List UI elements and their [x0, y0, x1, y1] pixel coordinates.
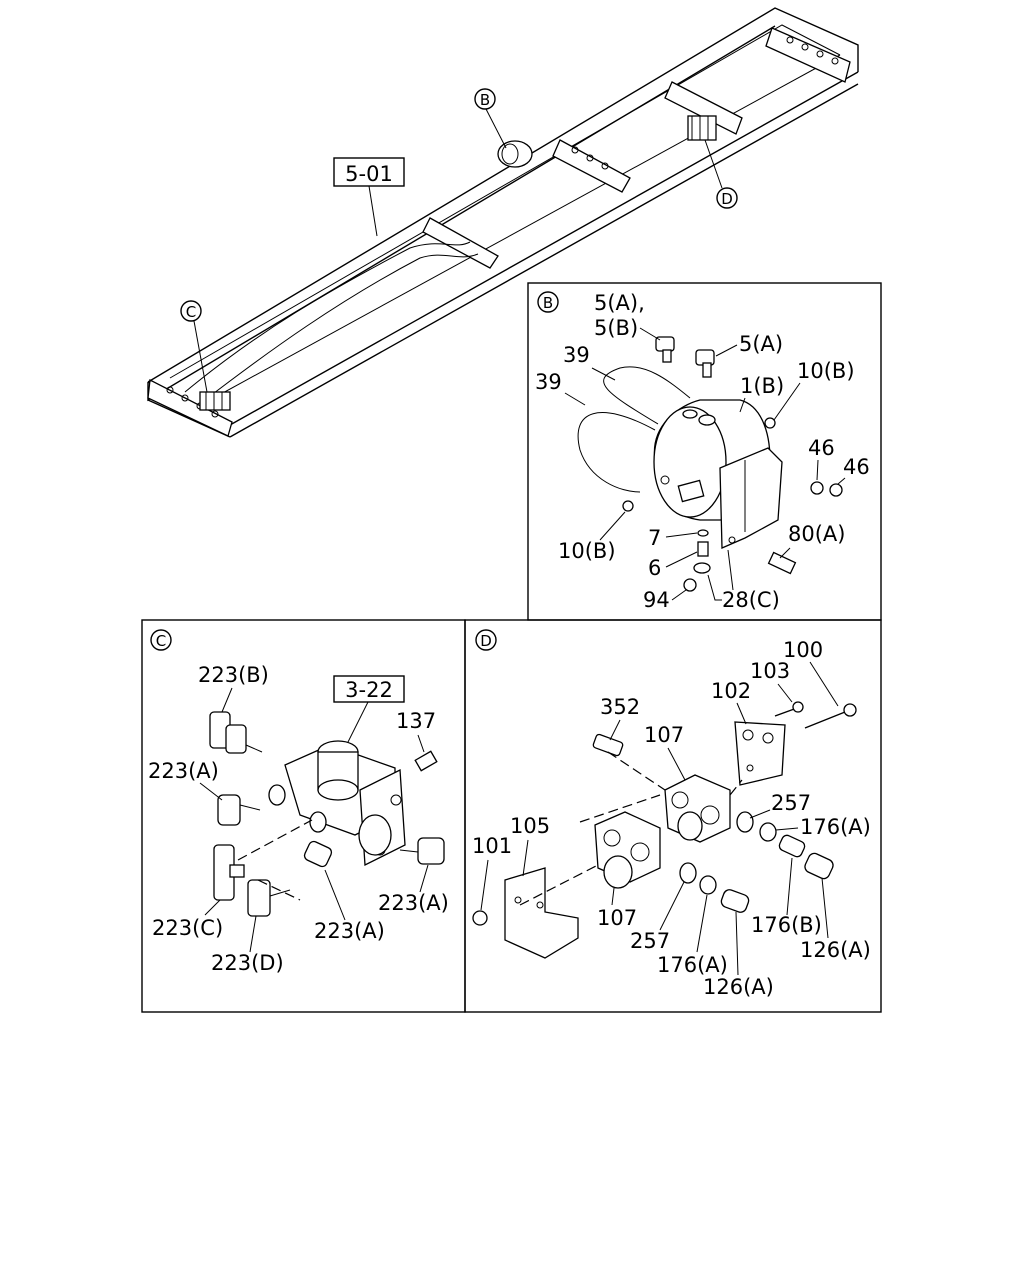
label-46-left: 46 — [808, 436, 835, 460]
label-102: 102 — [711, 679, 751, 703]
label-100: 100 — [783, 638, 823, 662]
label-176a-lower: 176(A) — [657, 953, 728, 977]
label-137: 137 — [396, 709, 436, 733]
label-10b-bottom: 10(B) — [558, 539, 616, 563]
valve-reference-label: 3-22 — [345, 678, 393, 702]
label-257-upper: 257 — [771, 791, 811, 815]
panel-c-marker — [150, 629, 172, 651]
label-46-right: 46 — [843, 455, 870, 479]
label-223d: 223(D) — [211, 951, 284, 975]
fitting-176a-upper — [759, 822, 777, 842]
svg-text:D: D — [721, 190, 733, 208]
label-101: 101 — [472, 834, 512, 858]
panel-d-frame — [464, 619, 882, 1013]
label-105: 105 — [510, 814, 550, 838]
svg-text:B: B — [543, 294, 553, 312]
panel-c-relay-valve: C — [141, 619, 466, 1013]
fitting-223a-left — [217, 794, 261, 826]
panel-b-marker — [537, 291, 559, 313]
fitting-223a-center — [303, 840, 333, 868]
label-1b: 1(B) — [740, 374, 784, 398]
label-257-lower: 257 — [630, 929, 670, 953]
chassis-frame-overview: 5-01 B C D — [147, 7, 859, 438]
label-103: 103 — [750, 659, 790, 683]
label-176a-upper: 176(A) — [800, 815, 871, 839]
svg-text:C: C — [186, 303, 196, 321]
frame-reference-label: 5-01 — [345, 162, 393, 186]
label-28c: 28(C) — [722, 588, 780, 612]
label-223a-left: 223(A) — [148, 759, 219, 783]
label-94: 94 — [643, 588, 670, 612]
panel-d-marker — [475, 629, 497, 651]
fitting-176b — [778, 834, 806, 858]
label-6: 6 — [648, 556, 661, 580]
washer-257-upper — [736, 811, 754, 833]
label-5a-5b: 5(A), — [594, 291, 645, 315]
label-223b: 223(B) — [198, 663, 269, 687]
overview-marker-c: C — [180, 300, 208, 393]
valve-reference-box — [333, 675, 405, 703]
panel-b-air-tank: B 5(A), 5(B) — [527, 282, 882, 621]
label-223a-right: 223(A) — [378, 891, 449, 915]
label-7: 7 — [648, 526, 661, 550]
label-39-upper: 39 — [563, 343, 590, 367]
fitting-223a-right — [399, 837, 445, 865]
label-352: 352 — [600, 695, 640, 719]
fitting-223c — [213, 844, 245, 901]
label-107-upper: 107 — [644, 723, 684, 747]
label-126a-right: 126(A) — [800, 938, 871, 962]
label-176b: 176(B) — [751, 913, 822, 937]
elbow-126a-lower — [720, 889, 750, 913]
washer-257-lower — [679, 862, 697, 884]
label-39-lower: 39 — [535, 370, 562, 394]
fitting-223d — [247, 879, 291, 917]
elbow-fitting-5a — [695, 349, 715, 378]
label-5a: 5(A) — [739, 332, 783, 356]
overview-marker-b: B — [474, 88, 507, 149]
tank-end-cap — [653, 406, 727, 518]
label-80a: 80(A) — [788, 522, 845, 546]
label-223a-center: 223(A) — [314, 919, 385, 943]
label-10b-top: 10(B) — [797, 359, 855, 383]
panel-d-valve-assembly: D — [464, 619, 882, 1013]
svg-text:C: C — [156, 632, 166, 650]
overview-marker-d: D — [704, 139, 738, 209]
svg-text:D: D — [480, 632, 492, 650]
elbow-fitting-5b — [655, 336, 675, 363]
fitting-176a-lower — [699, 875, 717, 895]
elbow-126a-right — [804, 852, 834, 880]
svg-text:B: B — [480, 91, 490, 109]
label-126a-lower: 126(A) — [703, 975, 774, 999]
fitting-223b — [209, 711, 263, 754]
svg-text:5(B): 5(B) — [594, 316, 638, 340]
label-223c: 223(C) — [152, 916, 223, 940]
label-107-lower: 107 — [597, 906, 637, 930]
